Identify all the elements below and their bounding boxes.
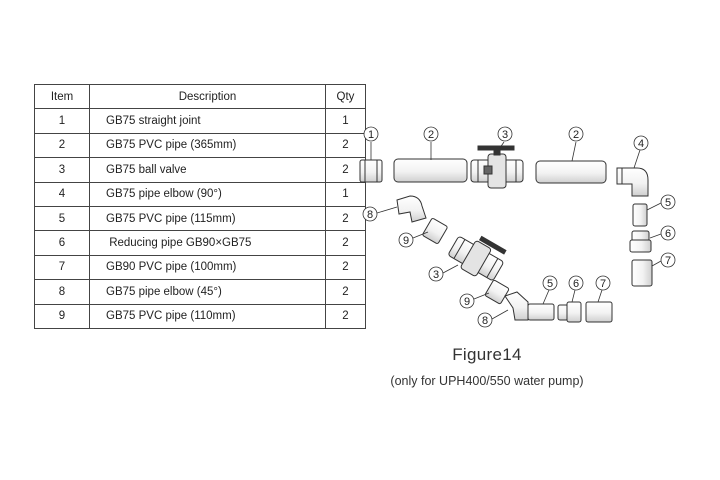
- svg-text:3: 3: [433, 269, 439, 281]
- cell-description: GB75 ball valve: [89, 157, 326, 183]
- svg-text:8: 8: [367, 209, 373, 221]
- svg-text:5: 5: [547, 278, 553, 290]
- pipe-assembly-diagram: 1 2 3 2 4 5 6: [359, 126, 676, 328]
- callout-2: 2: [568, 126, 584, 162]
- table-row: 4 GB75 pipe elbow (90°) 1: [34, 181, 366, 207]
- svg-text:2: 2: [428, 129, 434, 141]
- cell-description: GB75 PVC pipe (110mm): [89, 303, 326, 329]
- table-header-row: Item Description Qty: [34, 83, 366, 110]
- table-row: 2 GB75 PVC pipe (365mm) 2: [34, 132, 366, 159]
- cell-description: GB75 PVC pipe (115mm): [89, 205, 326, 232]
- pvc-pipe-part: [631, 259, 653, 287]
- callout-6: 6: [568, 275, 584, 303]
- cell-description: GB75 PVC pipe (365mm): [89, 132, 326, 159]
- cell-description: GB75 straight joint: [89, 108, 326, 134]
- svg-text:9: 9: [464, 296, 470, 308]
- svg-text:9: 9: [403, 235, 409, 247]
- table-row: 7 GB90 PVC pipe (100mm) 2: [34, 254, 366, 281]
- header-item: Item: [34, 83, 90, 110]
- cell-item: 8: [34, 279, 90, 305]
- parts-table: Item Description Qty 1 GB75 straight joi…: [34, 83, 366, 329]
- callout-3: 3: [496, 126, 513, 153]
- callout-4: 4: [633, 135, 649, 169]
- elbow-45-part: [396, 195, 427, 223]
- callout-2: 2: [423, 126, 439, 160]
- cell-description: GB75 pipe elbow (90°): [89, 181, 326, 207]
- svg-text:6: 6: [665, 228, 671, 240]
- table-row: 6 Reducing pipe GB90×GB75 2: [34, 230, 366, 256]
- callout-7: 7: [651, 252, 676, 268]
- callout-8: 8: [362, 206, 398, 222]
- callout-3: 3: [428, 264, 459, 282]
- header-description: Description: [89, 83, 326, 110]
- elbow-90-part: [616, 167, 649, 197]
- svg-text:3: 3: [502, 129, 508, 141]
- cell-qty: 2: [325, 230, 366, 256]
- cell-qty: 2: [325, 279, 366, 305]
- reducing-pipe-part: [629, 230, 652, 253]
- pvc-pipe-part: [393, 158, 468, 183]
- table-row: 5 GB75 PVC pipe (115mm) 2: [34, 205, 366, 232]
- callout-1: 1: [363, 126, 379, 160]
- reducing-pipe-part: [557, 301, 582, 323]
- cell-item: 1: [34, 108, 90, 134]
- cell-qty: 1: [325, 108, 366, 134]
- cell-item: 6: [34, 230, 90, 256]
- callout-8: 8: [477, 309, 509, 328]
- cell-item: 2: [34, 132, 90, 159]
- callout-7: 7: [595, 275, 611, 303]
- cell-item: 3: [34, 157, 90, 183]
- callout-9: 9: [459, 292, 490, 309]
- pvc-pipe-part: [484, 279, 510, 305]
- pvc-pipe-part: [632, 203, 648, 227]
- header-qty: Qty: [325, 83, 366, 110]
- callout-5: 5: [542, 275, 558, 305]
- cell-description: GB90 PVC pipe (100mm): [89, 254, 326, 281]
- cell-qty: 2: [325, 303, 366, 329]
- cell-item: 4: [34, 181, 90, 207]
- table-row: 1 GB75 straight joint 1: [34, 108, 366, 134]
- table-row: 9 GB75 PVC pipe (110mm) 2: [34, 303, 366, 329]
- cell-description: GB75 pipe elbow (45°): [89, 279, 326, 305]
- svg-text:2: 2: [573, 129, 579, 141]
- callout-9: 9: [398, 231, 429, 248]
- cell-description: Reducing pipe GB90×GB75: [89, 230, 326, 256]
- ball-valve-part: [448, 235, 507, 281]
- table-row: 8 GB75 pipe elbow (45°) 2: [34, 279, 366, 305]
- svg-text:8: 8: [482, 315, 488, 327]
- svg-text:6: 6: [573, 278, 579, 290]
- svg-text:4: 4: [638, 138, 644, 150]
- straight-joint-part: [359, 159, 383, 183]
- pvc-pipe-part: [585, 301, 613, 323]
- cell-qty: 2: [325, 254, 366, 281]
- figure-note: (only for UPH400/550 water pump): [390, 374, 584, 388]
- cell-item: 9: [34, 303, 90, 329]
- cell-item: 5: [34, 205, 90, 232]
- callout-6: 6: [649, 225, 676, 241]
- svg-text:5: 5: [665, 197, 671, 209]
- svg-text:7: 7: [665, 255, 671, 267]
- elbow-45-part: [504, 291, 529, 321]
- svg-text:7: 7: [600, 278, 606, 290]
- figure-title: Figure14: [452, 345, 522, 364]
- pvc-pipe-part: [535, 160, 607, 184]
- callout-5: 5: [646, 194, 676, 211]
- cell-qty: 2: [325, 205, 366, 232]
- pvc-pipe-part: [422, 218, 448, 244]
- svg-text:1: 1: [368, 129, 374, 141]
- table-row: 3 GB75 ball valve 2: [34, 157, 366, 183]
- cell-item: 7: [34, 254, 90, 281]
- pvc-pipe-part: [527, 303, 555, 321]
- ball-valve-part: [470, 145, 524, 189]
